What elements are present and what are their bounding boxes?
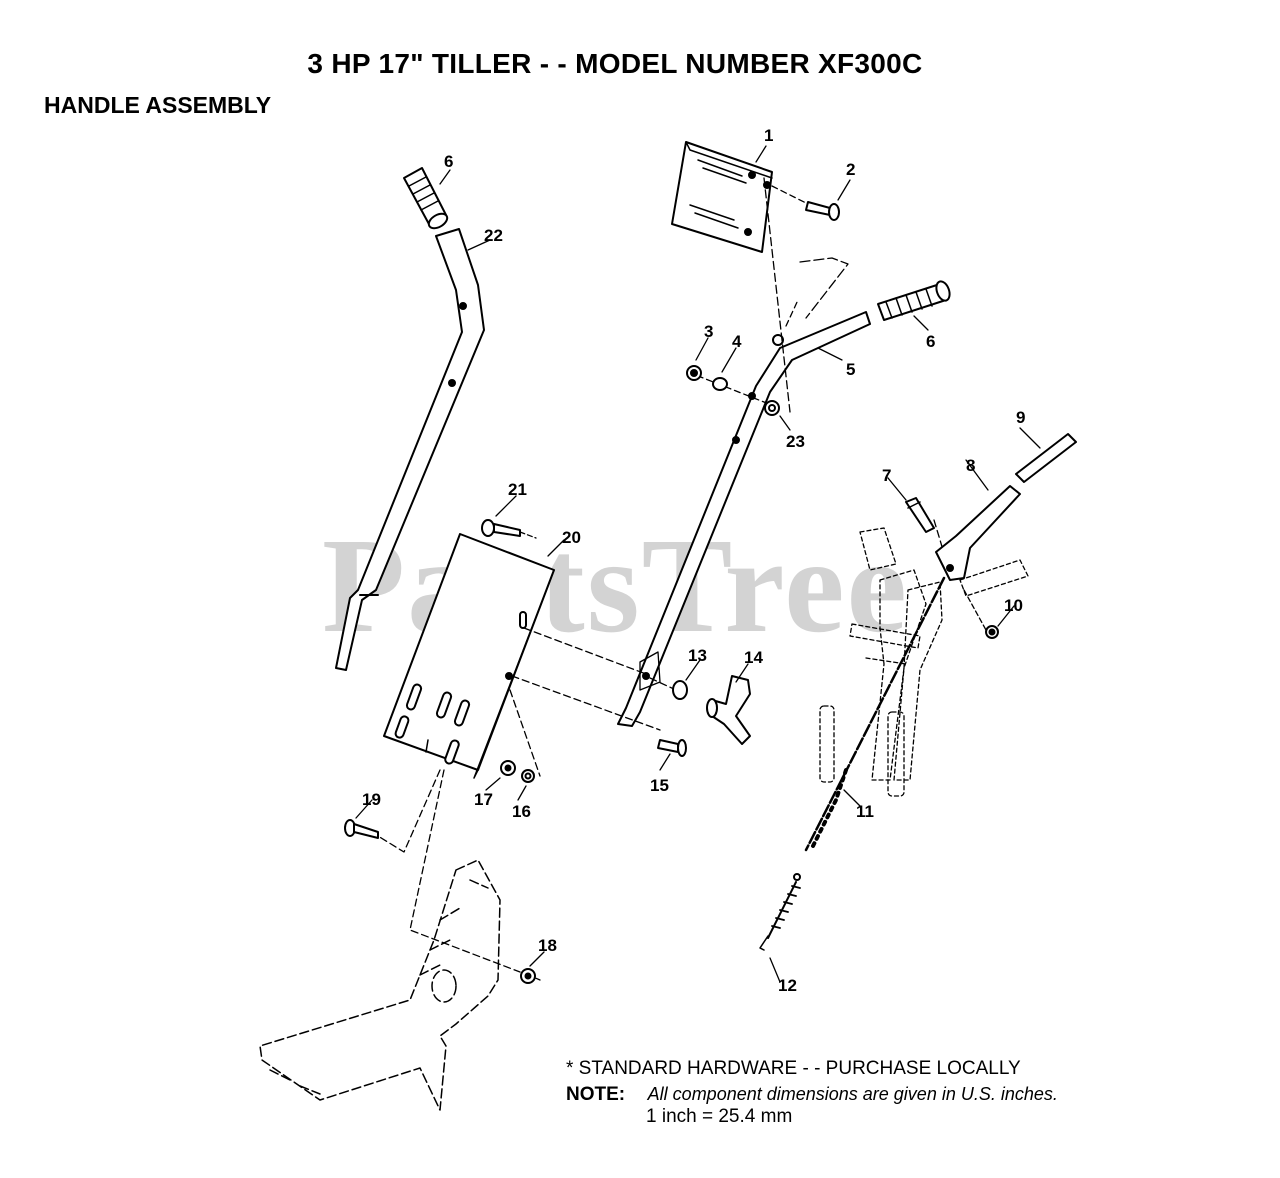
note-label: NOTE: [566, 1084, 626, 1105]
callout-5: 5 [846, 360, 856, 379]
right-grip [877, 280, 951, 321]
bolt-15 [657, 739, 687, 757]
callout-21: 21 [508, 480, 527, 499]
connector-lines [377, 519, 947, 981]
bolt-19 [344, 819, 379, 839]
bolt-21 [481, 519, 537, 539]
callout-16: 16 [512, 802, 531, 821]
callout-6-left: 6 [444, 152, 454, 171]
nut-10 [963, 589, 999, 639]
left-handle-tube [335, 228, 485, 671]
callout-14: 14 [744, 648, 763, 667]
callout-13: 13 [688, 646, 707, 665]
clutch-lever [935, 433, 1077, 581]
callout-19: 19 [362, 790, 381, 809]
conversion-note: 1 inch = 25.4 mm [646, 1106, 793, 1127]
nut-18 [520, 968, 536, 984]
mounting-plate [671, 141, 773, 253]
note-text: All component dimensions are given in U.… [647, 1084, 1058, 1104]
callout-7: 7 [882, 466, 892, 485]
callout-17: 17 [474, 790, 493, 809]
callout-23: 23 [786, 432, 805, 451]
callout-22: 22 [484, 226, 503, 245]
callout-12: 12 [778, 976, 797, 995]
leader-lines [355, 145, 1041, 983]
knob-assembly [672, 675, 751, 745]
callout-1: 1 [764, 126, 774, 145]
callout-4: 4 [732, 332, 742, 351]
hardware-3-4-23 [686, 177, 791, 416]
left-grip [403, 167, 449, 230]
diagram-title: 3 HP 17" TILLER - - MODEL NUMBER XF300C [307, 48, 923, 79]
bolt-2 [771, 185, 840, 221]
dimensions-note: NOTE: All component dimensions are given… [566, 1084, 1058, 1106]
callout-10: 10 [1004, 596, 1023, 615]
section-title: HANDLE ASSEMBLY [44, 92, 272, 118]
nuts-16-17 [500, 760, 535, 783]
center-bracket [383, 533, 555, 779]
phantom-handle [819, 527, 1029, 797]
callout-6-right: 6 [926, 332, 936, 351]
callout-20: 20 [562, 528, 581, 547]
callout-3: 3 [704, 322, 714, 341]
control-rod [804, 576, 946, 852]
callout-11: 11 [856, 802, 874, 821]
pin-7 [905, 497, 935, 533]
callout-18: 18 [538, 936, 557, 955]
callout-2: 2 [846, 160, 856, 179]
callout-8: 8 [966, 456, 976, 475]
tiller-frame [259, 859, 501, 1111]
spring-12 [759, 873, 801, 951]
standard-hardware-note: * STANDARD HARDWARE - - PURCHASE LOCALLY [566, 1058, 1021, 1079]
watermark: PartsTree [322, 511, 909, 661]
callout-15: 15 [650, 776, 669, 795]
callout-9: 9 [1016, 408, 1026, 427]
